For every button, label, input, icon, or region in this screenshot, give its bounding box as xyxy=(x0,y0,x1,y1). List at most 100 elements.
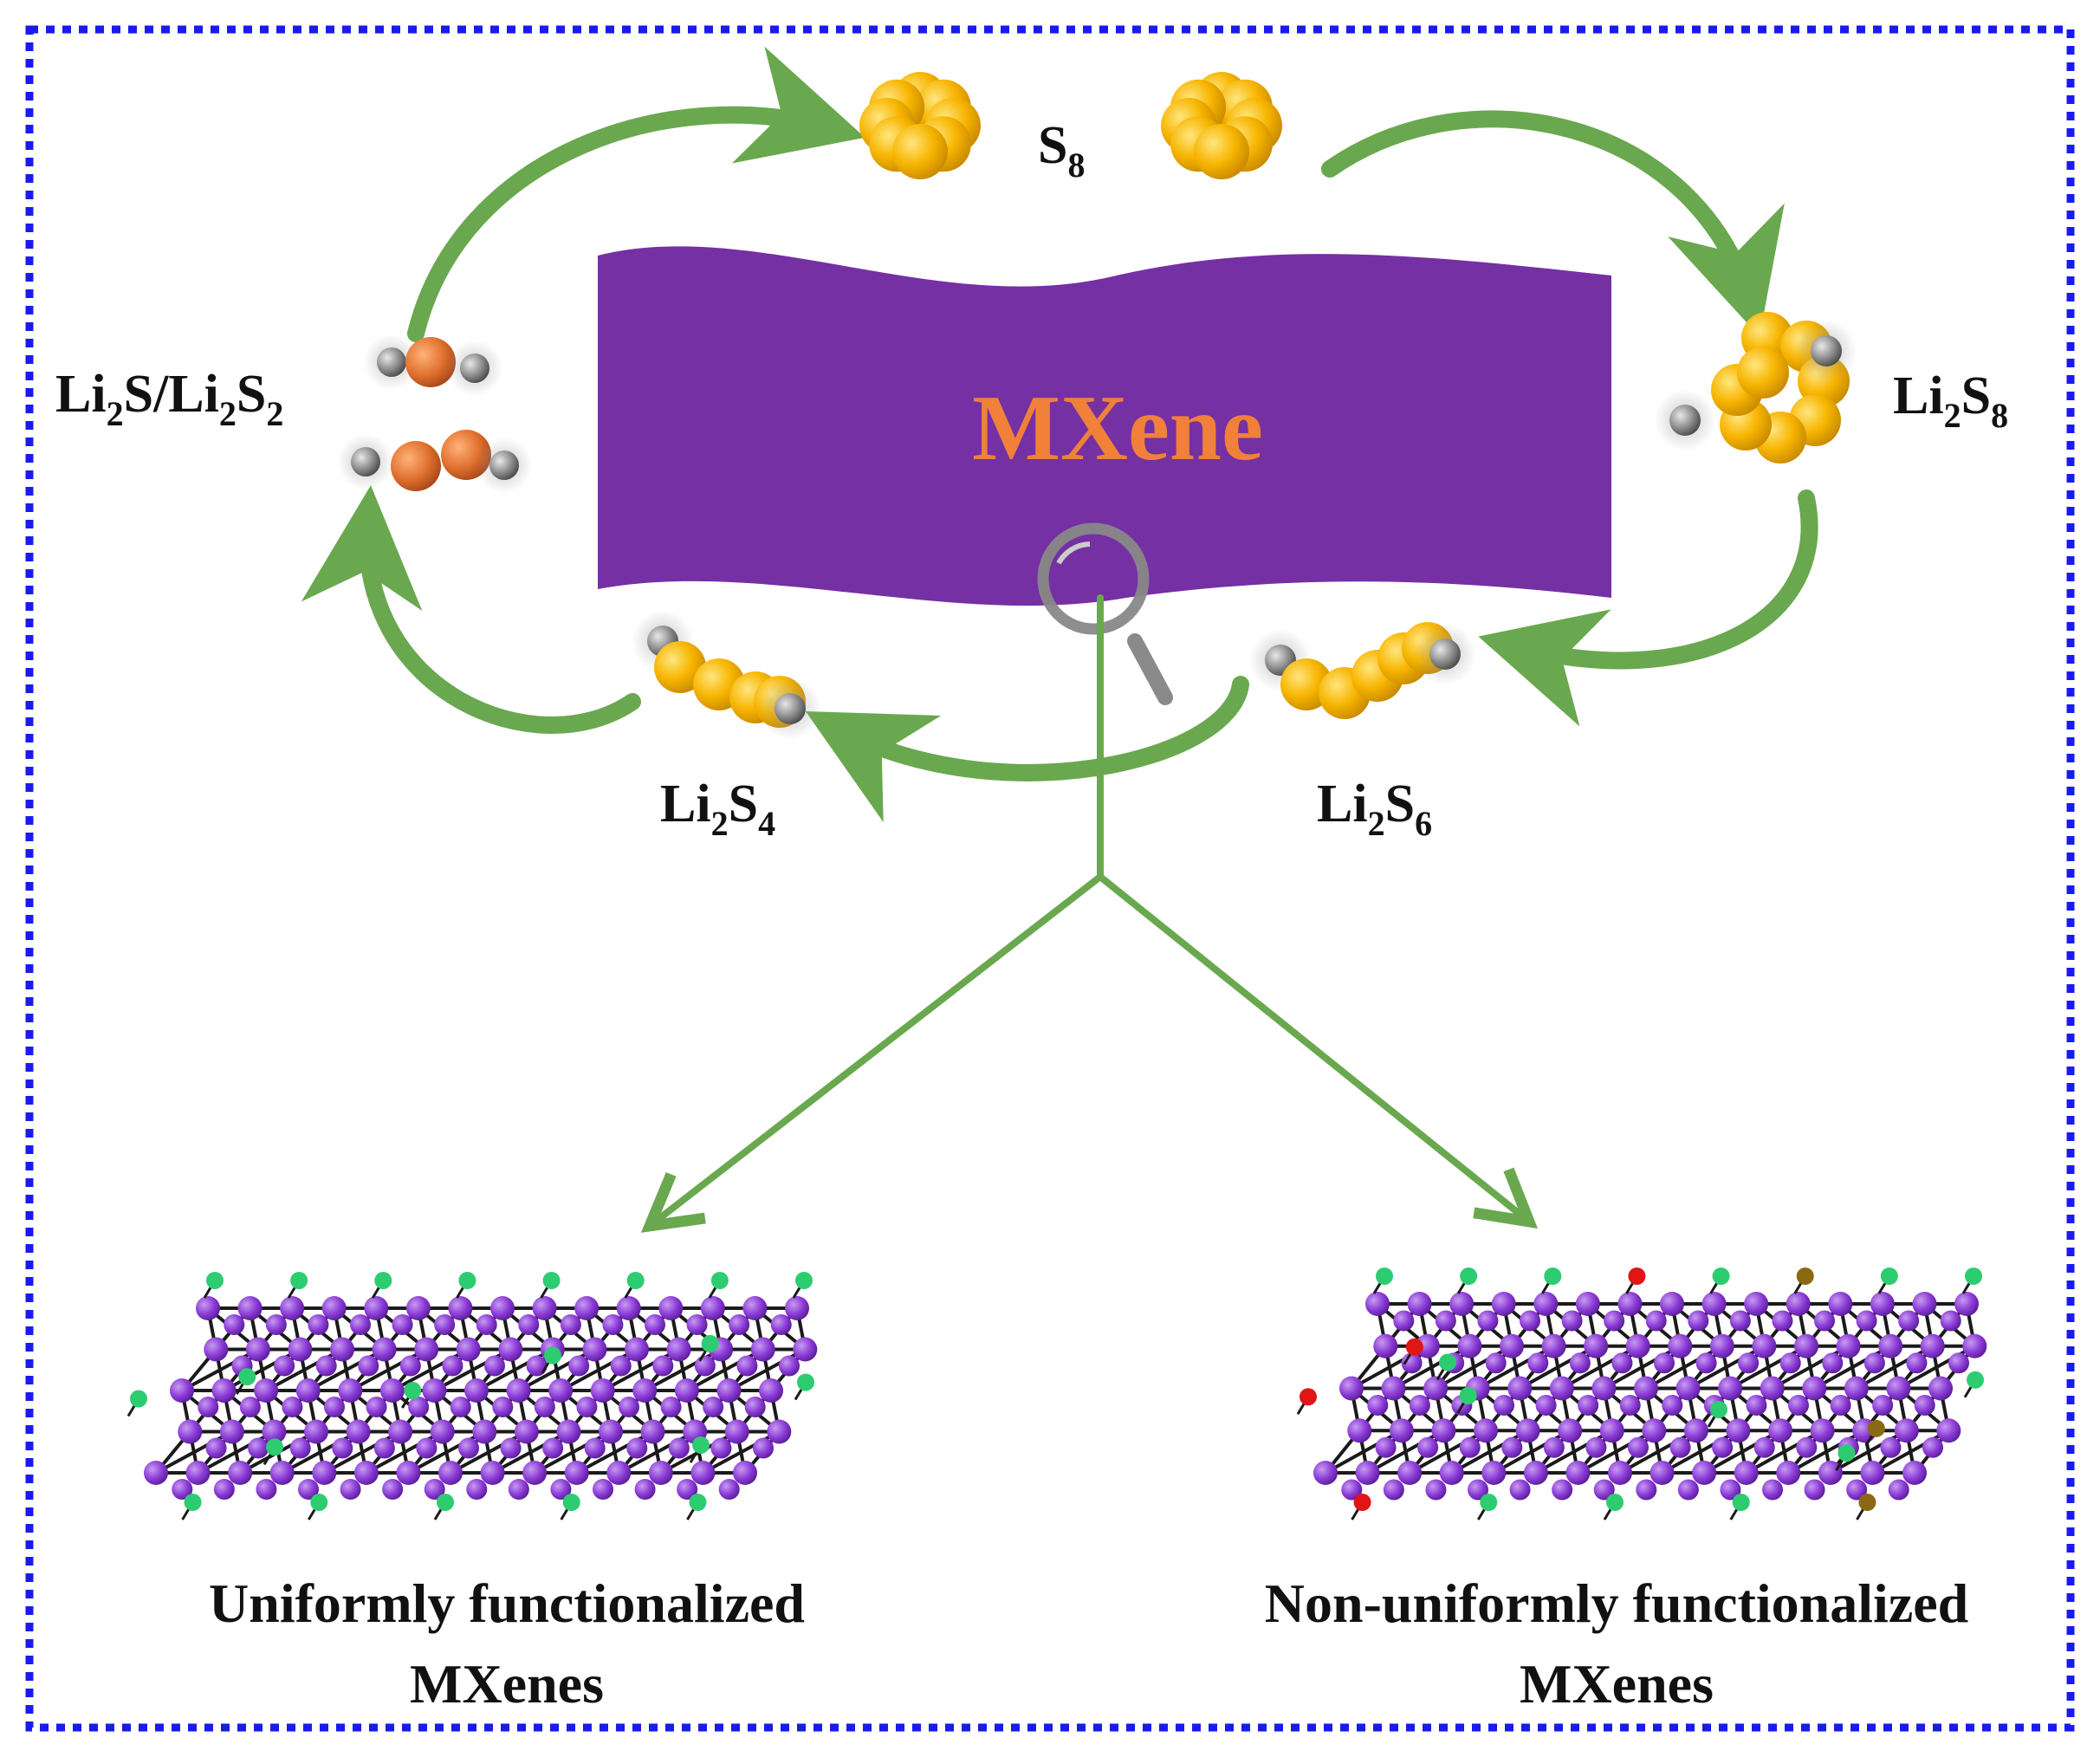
terminal-atom-alt xyxy=(1858,1494,1876,1511)
metal-atom xyxy=(1636,1479,1657,1501)
metal-atom xyxy=(248,1437,269,1459)
metal-atom xyxy=(1509,1479,1531,1501)
terminal-atom xyxy=(1480,1494,1498,1511)
metal-atom xyxy=(170,1378,194,1403)
metal-atom xyxy=(364,1296,389,1320)
label-part: 2 xyxy=(107,394,124,433)
metal-atom xyxy=(1423,1376,1449,1401)
terminal-atom xyxy=(1712,1268,1730,1285)
label-li2s6: Li2S6 xyxy=(1317,775,1432,843)
terminal-atom xyxy=(437,1494,454,1511)
metal-atom xyxy=(379,1378,405,1403)
metal-atom xyxy=(1788,1395,1809,1416)
metal-atom xyxy=(372,1337,397,1362)
metal-atom xyxy=(694,1355,716,1377)
metal-atom xyxy=(358,1355,379,1377)
metal-atom xyxy=(490,1296,515,1320)
metal-atom xyxy=(338,1378,363,1403)
caption-uniform-line2: MXenes xyxy=(410,1653,604,1715)
metal-atom xyxy=(1912,1292,1937,1316)
metal-atom xyxy=(254,1378,279,1403)
metal-atom xyxy=(458,1437,479,1459)
metal-atom xyxy=(1485,1352,1507,1374)
metal-atom xyxy=(1367,1395,1389,1416)
metal-atom xyxy=(312,1461,337,1485)
metal-atom xyxy=(1804,1479,1825,1501)
terminal-atom xyxy=(1606,1494,1624,1511)
metal-atom xyxy=(506,1378,531,1403)
metal-atom xyxy=(1814,1310,1835,1332)
terminal-atom xyxy=(206,1272,224,1289)
metal-atom xyxy=(1468,1479,1488,1501)
metal-atom xyxy=(1669,1436,1691,1458)
metal-atom xyxy=(1922,1436,1943,1458)
metal-atom xyxy=(1662,1395,1683,1416)
caption-uniform-line1: Uniformly functionalized xyxy=(209,1572,805,1634)
metal-atom xyxy=(660,1397,682,1417)
metal-atom xyxy=(1617,1292,1643,1316)
metal-atom xyxy=(1920,1333,1945,1358)
terminal-atom xyxy=(1439,1353,1457,1371)
metal-atom xyxy=(416,1437,438,1459)
metal-atom xyxy=(1914,1395,1935,1416)
metal-atom xyxy=(456,1337,481,1362)
metal-atom xyxy=(1718,1376,1743,1401)
terminal-atom xyxy=(562,1494,580,1511)
metal-atom xyxy=(645,1314,665,1335)
metal-atom xyxy=(1762,1479,1783,1501)
metal-atom xyxy=(710,1437,732,1459)
metal-atom xyxy=(610,1355,632,1377)
metal-atom xyxy=(1675,1376,1701,1401)
metal-atom xyxy=(1760,1376,1785,1401)
metal-atom xyxy=(1383,1479,1404,1501)
sulfur-atom xyxy=(1737,347,1789,399)
metal-atom xyxy=(1457,1333,1482,1358)
terminal-atom xyxy=(795,1272,813,1289)
metal-atom xyxy=(1339,1376,1364,1401)
label-part: S/Li xyxy=(124,365,219,424)
metal-atom xyxy=(256,1479,277,1500)
metal-atom xyxy=(542,1437,564,1459)
terminal-atom xyxy=(692,1436,710,1454)
uniform-lattice xyxy=(126,1272,818,1520)
li2s4-molecule xyxy=(632,610,821,740)
metal-atom xyxy=(1535,1395,1557,1416)
metal-atom xyxy=(785,1296,809,1320)
metal-atom xyxy=(204,1337,229,1362)
terminal-atom xyxy=(1732,1494,1750,1511)
metal-atom xyxy=(498,1337,523,1362)
metal-atom xyxy=(703,1397,724,1417)
metal-atom xyxy=(448,1296,473,1320)
metal-atom xyxy=(652,1355,674,1377)
metal-atom xyxy=(1501,1436,1523,1458)
metal-atom xyxy=(480,1461,505,1485)
label-part: 2 xyxy=(711,804,729,843)
metal-atom xyxy=(616,1296,641,1320)
metal-atom xyxy=(770,1314,792,1335)
metal-atom xyxy=(366,1397,387,1417)
metal-atom xyxy=(1677,1479,1699,1501)
metal-atom xyxy=(668,1437,690,1459)
metal-atom xyxy=(1863,1352,1885,1374)
metal-atom xyxy=(716,1378,742,1403)
lithium-atom xyxy=(489,451,519,480)
metal-atom xyxy=(1584,1333,1609,1358)
metal-atom xyxy=(269,1461,295,1485)
metal-atom xyxy=(1836,1333,1861,1358)
metal-atom xyxy=(1940,1310,1961,1332)
metal-atom xyxy=(308,1314,329,1335)
metal-atom xyxy=(526,1355,548,1377)
metal-atom xyxy=(1870,1292,1895,1316)
metal-atom xyxy=(1860,1461,1885,1485)
metal-atom xyxy=(564,1461,589,1485)
label-part: 4 xyxy=(758,804,775,843)
metal-atom xyxy=(500,1437,522,1459)
terminal-atom-alt xyxy=(1300,1388,1317,1406)
sulfur-atom xyxy=(654,641,706,693)
lithium-atom xyxy=(775,693,806,724)
metal-atom xyxy=(1569,1352,1591,1374)
terminal-atom xyxy=(1965,1268,1982,1285)
metal-atom xyxy=(289,1437,311,1459)
metal-atom xyxy=(626,1437,648,1459)
